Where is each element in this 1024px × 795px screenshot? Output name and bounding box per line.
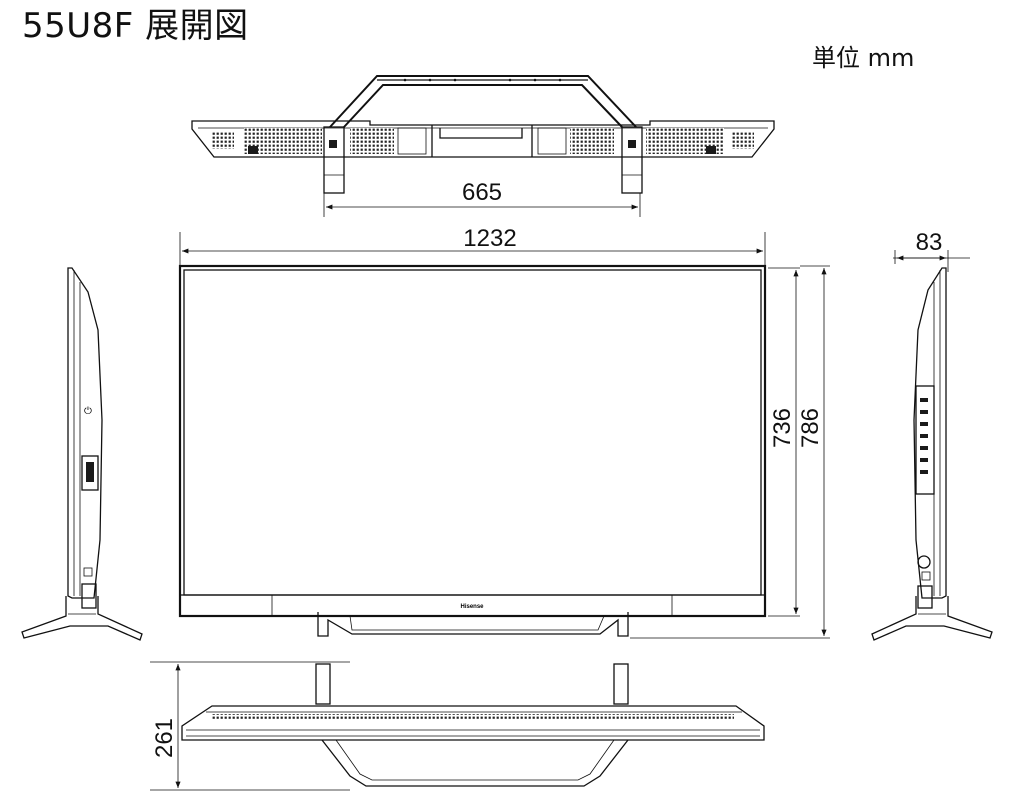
tv-outer-frame bbox=[178, 264, 767, 618]
dim-stand-width: 665 bbox=[462, 179, 502, 206]
right-side-view: 83 bbox=[871, 229, 993, 641]
dim-width: 1232 bbox=[463, 225, 516, 252]
dim-depth: 83 bbox=[916, 229, 943, 256]
dim-panel-height: 736 bbox=[769, 408, 796, 448]
page-title: 55U8F 展開図 bbox=[22, 6, 249, 46]
unit-label: 単位 mm bbox=[812, 44, 915, 72]
dim-total-height: 786 bbox=[797, 408, 824, 448]
front-view: 1232 Hisense 736 786 bbox=[178, 225, 830, 639]
bottom-view: 261 bbox=[150, 661, 765, 791]
dim-stand-depth: 261 bbox=[151, 718, 178, 758]
brand-logo: Hisense bbox=[460, 604, 484, 610]
left-side-view: ⏻ bbox=[21, 267, 143, 641]
svg-text:⏻: ⏻ bbox=[84, 406, 92, 417]
top-view: 665 bbox=[191, 75, 775, 217]
